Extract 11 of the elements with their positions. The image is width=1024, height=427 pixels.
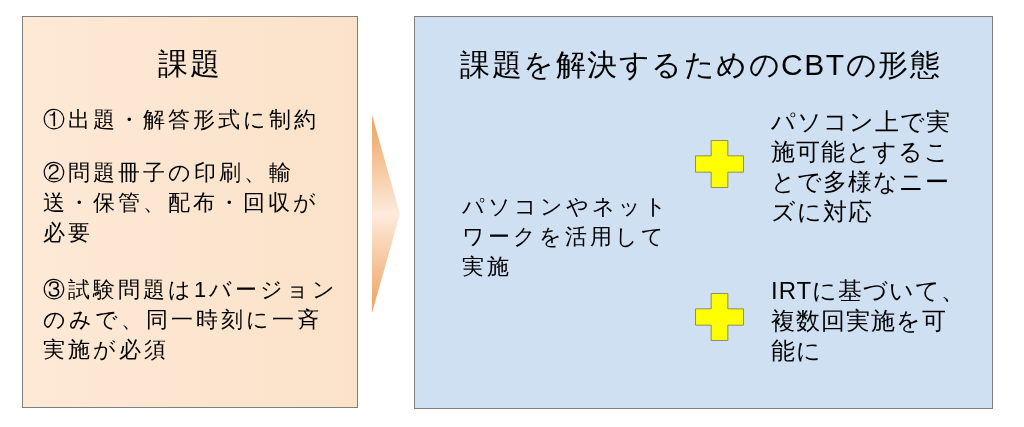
issue-item: ③試験問題は1バージョンのみで、同一時刻に一斉実施が必須 xyxy=(43,276,339,364)
body-text: パソコンやネットワークを活用して実施 xyxy=(462,193,671,281)
challenge-panel xyxy=(22,16,358,408)
arrow xyxy=(372,115,400,313)
panel-title: 課題を解決するためのCBTの形態 xyxy=(460,47,942,83)
issue-item: ①出題・解答形式に制約 xyxy=(43,106,320,134)
benefit-text: パソコン上で実施可能とすることで多様なニーズに対応 xyxy=(771,107,952,227)
solution-panel xyxy=(414,16,993,409)
issue-item: ②問題冊子の印刷、輸送・保管、配布・回収が必要 xyxy=(43,159,320,247)
panel-title: 課題 xyxy=(157,46,223,82)
benefit-text: IRTに基づいて、複数回実施を可能に xyxy=(771,276,968,366)
